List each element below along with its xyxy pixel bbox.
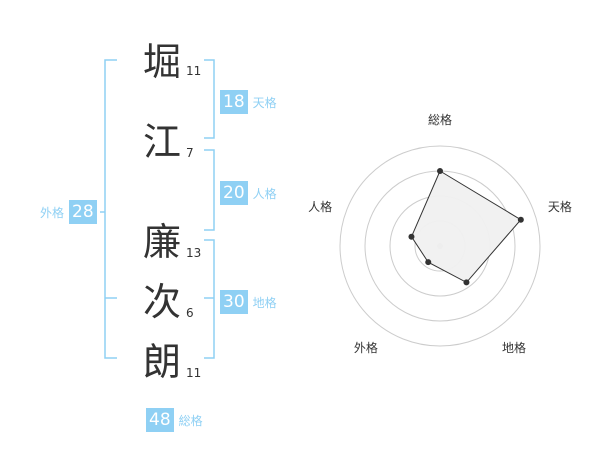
chikaku-badge: 30 地格 (220, 290, 277, 314)
tenkaku-label: 天格 (252, 95, 277, 110)
tenkaku-bracket (204, 59, 215, 139)
chikaku-label: 地格 (252, 295, 277, 310)
radar-series-polygon (410, 170, 522, 284)
stroke-count-5: 11 (186, 366, 202, 380)
radar-axis-label-2: 天格 (548, 199, 572, 214)
soukaku-value: 48 (146, 408, 174, 432)
gaikaku-value: 28 (69, 200, 97, 224)
radar-axis-label-5: 人格 (308, 199, 332, 214)
name-char-5: 朗 (142, 340, 181, 384)
jinkaku-value: 20 (220, 181, 248, 205)
stroke-count-4: 6 (186, 306, 194, 320)
gaikaku-badge: 外格 28 (40, 200, 97, 224)
name-char-3: 廉 (142, 220, 181, 264)
jinkaku-bracket (204, 149, 215, 231)
stroke-count-3: 13 (186, 246, 202, 260)
name-char-4: 次 (142, 280, 181, 324)
jinkaku-label: 人格 (252, 186, 277, 201)
chikaku-value: 30 (220, 290, 248, 314)
stroke-count-1: 11 (186, 64, 202, 78)
radar-axis-label-3: 地格 (502, 340, 526, 355)
tenkaku-value: 18 (220, 90, 248, 114)
gaikaku-bracket (104, 59, 117, 359)
radar-point-2 (517, 216, 524, 223)
radar-ring-4 (339, 145, 541, 347)
radar-point-5 (408, 233, 415, 240)
chikaku-bracket (204, 239, 215, 359)
soukaku-label: 総格 (178, 413, 203, 428)
gaikaku-label: 外格 (40, 205, 65, 220)
tenkaku-badge: 18 天格 (220, 90, 277, 114)
name-char-1: 堀 (142, 40, 181, 84)
radar-point-1 (437, 168, 443, 174)
radar-axis-label-1: 総格 (428, 112, 452, 127)
radar-point-3 (463, 279, 470, 286)
name-char-2: 江 (142, 120, 181, 164)
radar-axis-label-4: 外格 (354, 340, 378, 355)
stroke-count-2: 7 (186, 146, 194, 160)
jinkaku-badge: 20 人格 (220, 181, 277, 205)
radar-point-4 (425, 259, 432, 266)
soukaku-badge: 48 総格 (146, 408, 203, 432)
